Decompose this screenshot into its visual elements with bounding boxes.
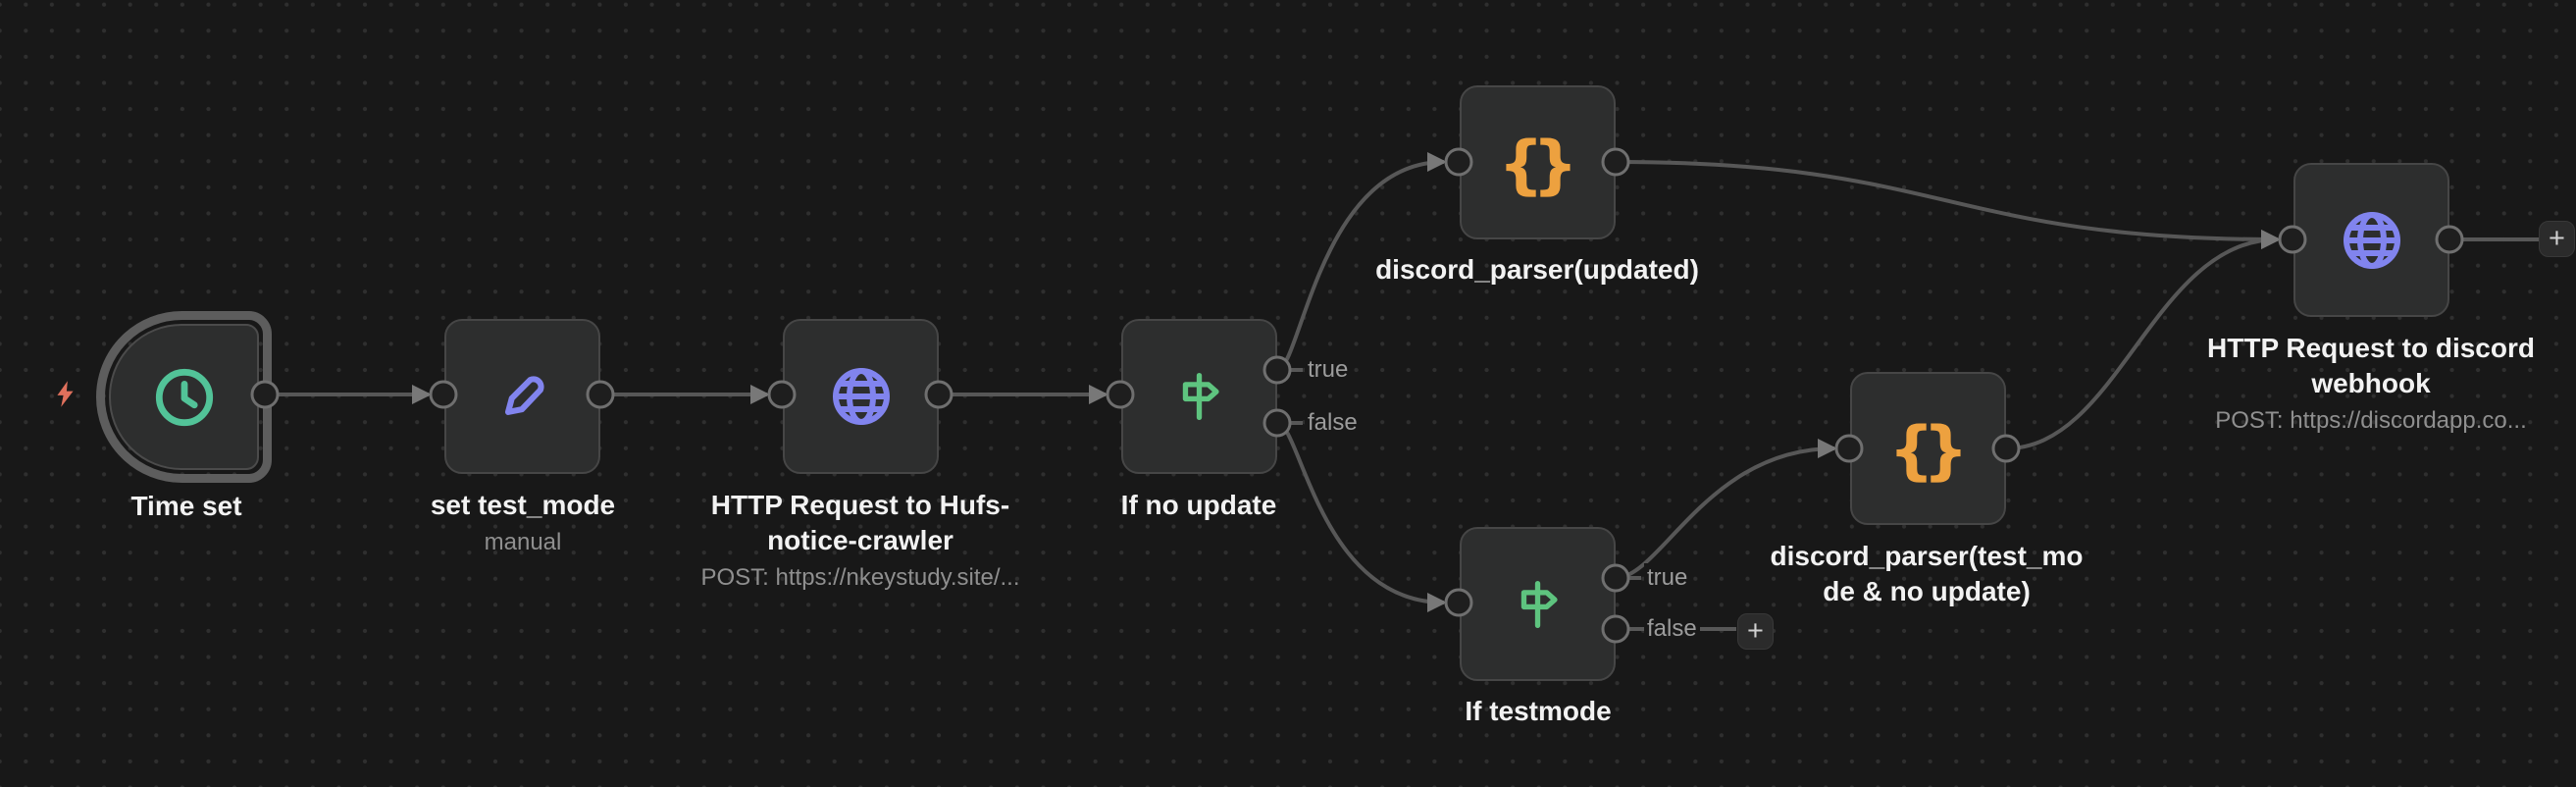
signpost-icon xyxy=(1520,580,1558,628)
signpost-icon xyxy=(1182,373,1219,420)
svg-text:{: { xyxy=(1503,128,1544,198)
lightning-bolt-icon xyxy=(56,381,75,412)
output-label-true: true xyxy=(1644,563,1691,593)
globe-icon xyxy=(832,368,890,425)
node-http-request-discord-webhook[interactable] xyxy=(2293,163,2449,317)
node-time-set[interactable] xyxy=(96,311,272,483)
globe-icon xyxy=(2343,211,2400,269)
svg-text:}: } xyxy=(1532,128,1573,198)
node-subtitle: manual xyxy=(484,529,562,555)
pencil-icon xyxy=(504,376,544,415)
output-label-false: false xyxy=(1305,408,1361,438)
svg-text:{: { xyxy=(1893,413,1934,484)
add-node-button[interactable]: + xyxy=(2539,221,2575,257)
node-label-if-no-update: If no update xyxy=(973,488,1424,523)
connection-parsertest-webhook[interactable] xyxy=(2005,230,2281,450)
node-if-testmode[interactable] xyxy=(1460,527,1616,681)
node-discord-parser-updated[interactable]: { } xyxy=(1460,85,1616,239)
braces-icon: { } xyxy=(1503,128,1573,198)
node-title: If no update xyxy=(1120,490,1277,520)
node-title: Time set xyxy=(130,491,242,521)
node-label-if-testmode: If testmode xyxy=(1313,694,1764,729)
node-label-http-webhook: HTTP Request to discord webhook POST: ht… xyxy=(2185,331,2557,436)
add-node-button[interactable]: + xyxy=(1737,613,1774,650)
node-title: HTTP Request to Hufs-notice-crawler xyxy=(710,490,1010,555)
node-time-set-body[interactable] xyxy=(109,324,259,470)
plus-icon: + xyxy=(1747,615,1764,647)
node-if-no-update[interactable] xyxy=(1121,319,1277,474)
output-label-true: true xyxy=(1305,355,1352,385)
node-label-http-hufs: HTTP Request to Hufs-notice-crawler POST… xyxy=(694,488,1027,593)
connection-parserupdated-webhook[interactable] xyxy=(1615,160,2281,249)
node-label-discord-parser-testmode: discord_parser(test_mode & no update) xyxy=(1770,539,2084,609)
node-title: If testmode xyxy=(1465,696,1612,726)
output-label-false: false xyxy=(1644,614,1700,644)
node-label-discord-parser-updated: discord_parser(updated) xyxy=(1312,252,1763,288)
node-subtitle: POST: https://discordapp.co... xyxy=(2215,407,2527,434)
node-title: discord_parser(updated) xyxy=(1375,254,1699,285)
node-http-request-hufs[interactable] xyxy=(783,319,939,474)
node-label-time-set: Time set xyxy=(0,489,412,524)
node-discord-parser-testmode[interactable]: { } xyxy=(1850,372,2006,525)
node-title: discord_parser(test_mode & no update) xyxy=(1770,541,2084,606)
clock-icon xyxy=(155,368,213,426)
connection-iftestmode-true-parsertest[interactable] xyxy=(1615,439,1837,580)
braces-icon: { } xyxy=(1893,413,1964,484)
plus-icon: + xyxy=(2549,223,2565,254)
svg-text:}: } xyxy=(1923,413,1964,484)
node-set-test-mode[interactable] xyxy=(444,319,600,474)
node-title: HTTP Request to discord webhook xyxy=(2207,333,2535,398)
node-subtitle: POST: https://nkeystudy.site/... xyxy=(700,564,1020,591)
node-title: set test_mode xyxy=(430,490,616,520)
node-label-set-test-mode: set test_mode manual xyxy=(297,488,748,557)
